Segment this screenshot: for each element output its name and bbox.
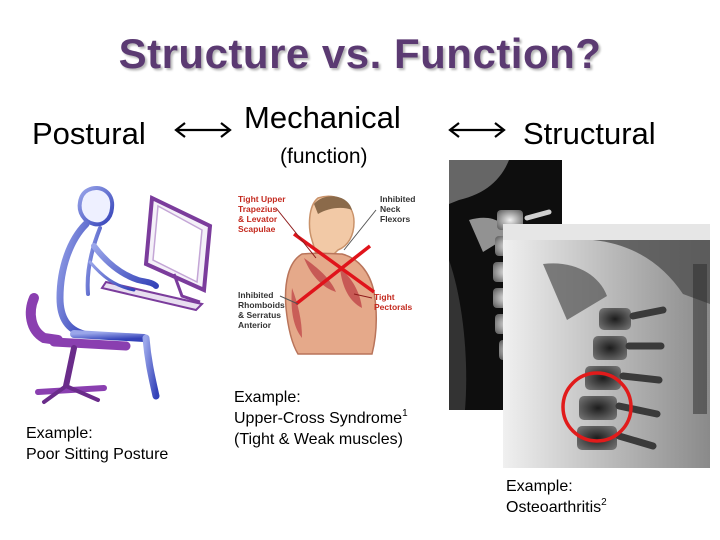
example-label: Example: xyxy=(506,478,573,495)
example-label: Example: xyxy=(234,389,301,406)
label-tight-pectorals: Tight Pectorals xyxy=(374,292,413,312)
label-inhibited-rhomboids-serratus: Inhibited Rhomboids & Serratus Anterior xyxy=(238,290,285,330)
footnote-marker: 1 xyxy=(402,407,408,419)
label-inhibited-neck-flexors: Inhibited Neck Flexors xyxy=(380,194,416,224)
example-label: Example: xyxy=(26,425,93,442)
header-structural: Structural xyxy=(523,116,656,151)
upper-cross-syndrome-diagram: Tight Upper Trapezius & Levator Scapulae… xyxy=(232,188,428,358)
label-tight-upper-trapezius: Tight Upper Trapezius & Levator Scapulae xyxy=(238,194,286,234)
example-text: Osteoarthritis2 xyxy=(506,496,607,516)
header-mechanical-subtitle: (function) xyxy=(280,145,368,168)
footnote-marker: 2 xyxy=(601,496,607,508)
example-text: Poor Sitting Posture xyxy=(26,446,169,463)
poor-posture-illustration xyxy=(25,186,213,404)
double-headed-arrow-icon xyxy=(448,122,506,138)
osteoarthritis-xray-image xyxy=(503,224,710,468)
example-mechanical: Example: Upper-Cross Syndrome1 (Tight & … xyxy=(234,387,408,450)
example-postural: Example: Poor Sitting Posture xyxy=(26,423,168,465)
example-text: Upper-Cross Syndrome1 xyxy=(234,407,408,427)
header-postural: Postural xyxy=(32,116,146,151)
double-headed-arrow-icon xyxy=(174,122,232,138)
slide-title: Structure vs. Function? xyxy=(118,30,602,77)
example-detail: (Tight & Weak muscles) xyxy=(234,431,403,448)
header-mechanical: Mechanical xyxy=(244,100,401,135)
example-structural: Example: Osteoarthritis2 xyxy=(506,476,607,518)
